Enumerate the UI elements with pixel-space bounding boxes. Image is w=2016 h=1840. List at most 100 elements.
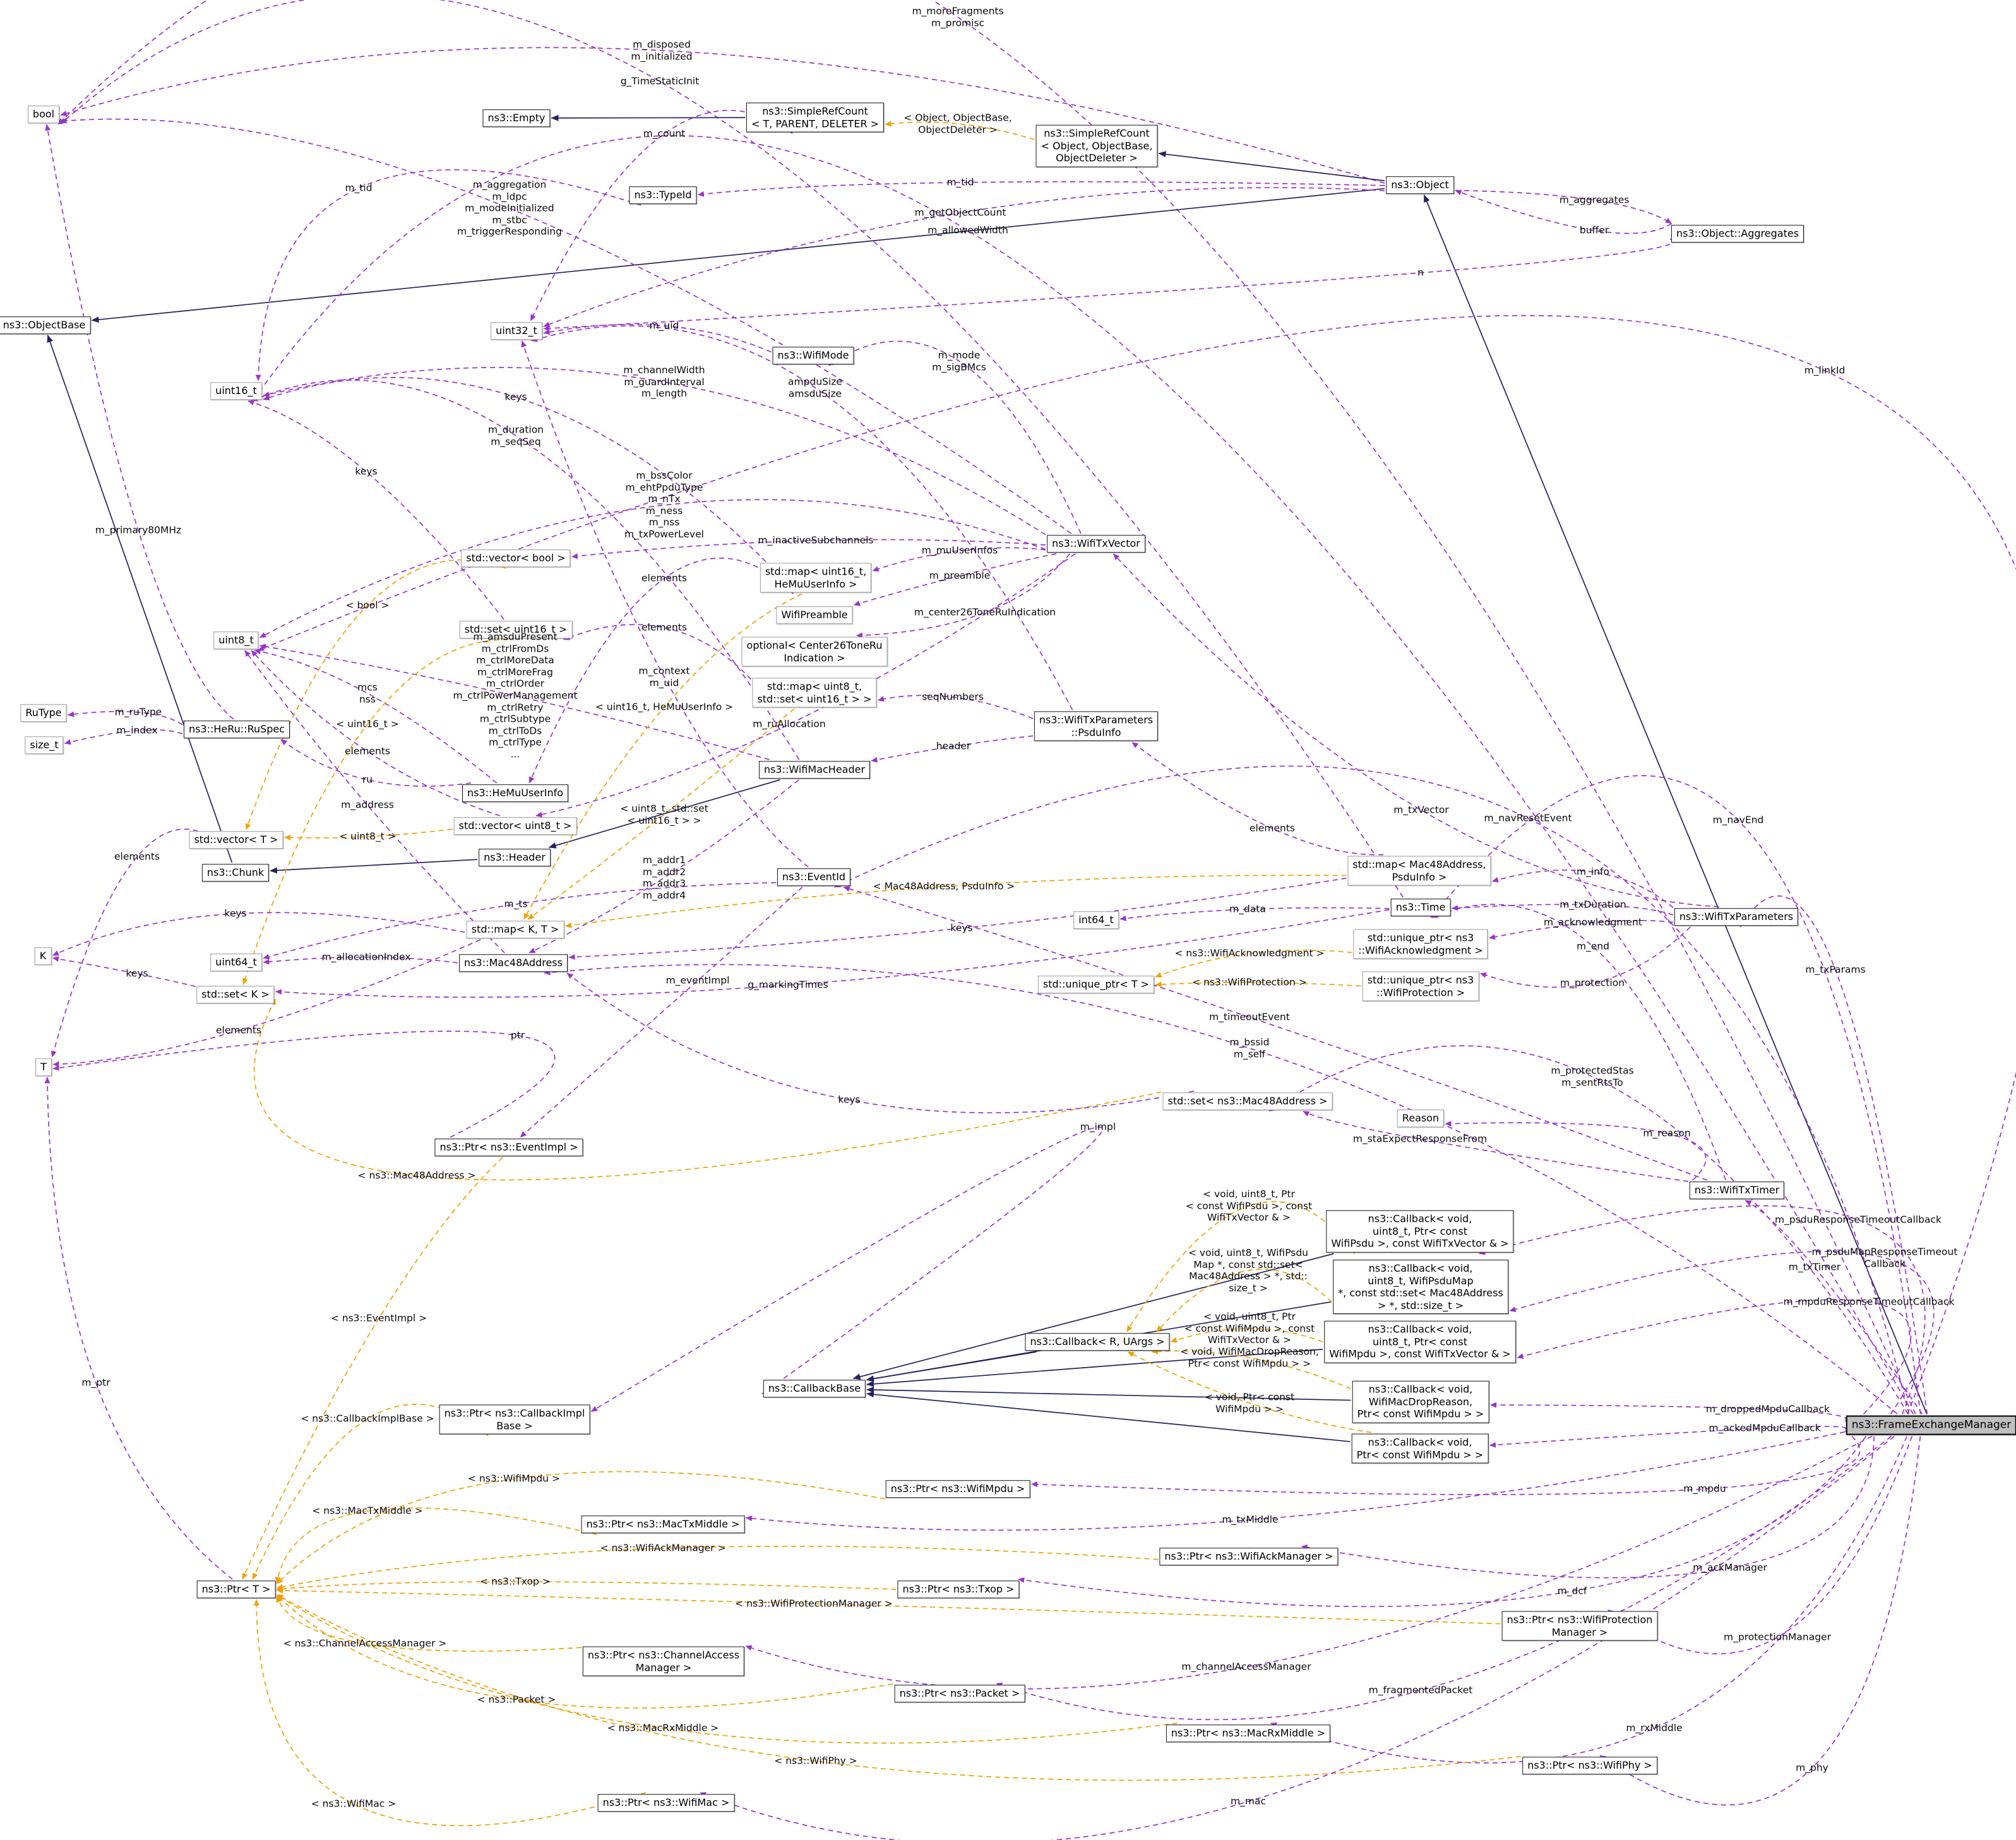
edge-macheader-mac48 [528, 779, 799, 953]
node-ptr_packet[interactable]: ns3::Ptr< ns3::Packet > [894, 1685, 1025, 1702]
node-cb2[interactable]: ns3::Callback< void, uint8_t, WifiPsduMa… [1333, 1259, 1508, 1315]
node-ptr_rxmid[interactable]: ns3::Ptr< ns3::MacRxMiddle > [1166, 1724, 1331, 1742]
node-aggregates[interactable]: ns3::Object::Aggregates [1671, 225, 1804, 242]
node-uint64[interactable]: uint64_t [210, 953, 262, 971]
node-ptr_mac[interactable]: ns3::Ptr< ns3::WifiMac > [597, 1794, 735, 1812]
node-src_obj[interactable]: ns3::SimpleRefCount < Object, ObjectBase… [1035, 124, 1158, 167]
node-ptr_txop[interactable]: ns3::Ptr< ns3::Txop > [897, 1580, 1020, 1598]
node-t[interactable]: T [35, 1058, 52, 1076]
node-map_u16_hemu[interactable]: std::map< uint16_t, HeMuUserInfo > [760, 563, 872, 593]
node-sizet[interactable]: size_t [25, 736, 64, 754]
node-map_mac_psdu[interactable]: std::map< Mac48Address, PsduInfo > [1347, 856, 1491, 886]
node-ruspec[interactable]: ns3::HeRu::RuSpec [183, 720, 290, 738]
node-set_mac[interactable]: std::set< ns3::Mac48Address > [1162, 1092, 1333, 1110]
node-fem[interactable]: ns3::FrameExchangeManager [1846, 1415, 2016, 1435]
node-cb3[interactable]: ns3::Callback< void, uint8_t, Ptr< const… [1324, 1320, 1516, 1363]
node-chunk[interactable]: ns3::Chunk [201, 864, 270, 881]
node-map_kt[interactable]: std::map< K, T > [466, 921, 564, 938]
node-wifipreamble[interactable]: WifiPreamble [776, 606, 853, 624]
node-map_u8_set[interactable]: std::map< uint8_t, std::set< uint16_t > … [752, 678, 877, 708]
edge-txtimer-set_mac [1303, 1111, 1689, 1182]
node-int64[interactable]: int64_t [1073, 911, 1119, 929]
edge-ptr_phy-ptr_t [277, 1594, 1522, 1781]
node-txparams[interactable]: ns3::WifiTxParameters [1674, 908, 1799, 926]
node-cb5[interactable]: ns3::Callback< void, Ptr< const WifiMpdu… [1351, 1433, 1489, 1464]
node-header[interactable]: ns3::Header [479, 849, 551, 866]
node-eventid[interactable]: ns3::EventId [777, 868, 851, 886]
edge-txparams-time [1452, 904, 1674, 916]
edge-map_u16_hemu-hemuinfo [528, 558, 794, 784]
node-mac48[interactable]: ns3::Mac48Address [459, 954, 568, 972]
edge-object-bool [60, 47, 1385, 184]
edge-cb1-cb_r [1126, 1201, 1356, 1332]
node-wifimode[interactable]: ns3::WifiMode [772, 347, 854, 364]
edge-time-int64 [1119, 907, 1390, 921]
node-set_u16[interactable]: std::set< uint16_t > [459, 621, 573, 638]
edge-map_u16_hemu-uint16 [263, 377, 766, 563]
node-opt_center26[interactable]: optional< Center26ToneRu Indication > [741, 636, 888, 667]
node-uptr_t[interactable]: std::unique_ptr< T > [1037, 976, 1155, 993]
edge-ruspec-sizet [64, 729, 183, 745]
node-time[interactable]: ns3::Time [1390, 899, 1451, 916]
edge-cb4-cb_r [1151, 1348, 1351, 1390]
edge-aggregates-uint32 [543, 238, 1674, 332]
node-ptr_phy[interactable]: ns3::Ptr< ns3::WifiPhy > [1522, 1757, 1657, 1774]
node-empty[interactable]: ns3::Empty [482, 109, 551, 127]
node-reason[interactable]: Reason [1397, 1109, 1445, 1127]
node-ptr_eventimpl[interactable]: ns3::Ptr< ns3::EventImpl > [434, 1138, 583, 1156]
node-k[interactable]: K [34, 947, 52, 965]
edge-txparams-map_mac_psdu [1492, 869, 1674, 909]
edge-eventid-uint64 [263, 882, 777, 960]
node-vec_bool[interactable]: std::vector< bool > [461, 549, 571, 567]
edge-src_t-empty [551, 114, 746, 121]
node-rutype[interactable]: RuType [20, 704, 67, 722]
edge-uptr_ack-uptr_t [1155, 949, 1352, 978]
node-object[interactable]: ns3::Object [1386, 176, 1454, 194]
edge-psduinfo-map_u8_set [878, 695, 1034, 719]
edge-ptr_rxmid-ptr_t [277, 1594, 1178, 1744]
node-typeid[interactable]: ns3::TypeId [629, 186, 697, 204]
edge-uptr_prot-uptr_t [1155, 981, 1361, 988]
node-uptr_prot[interactable]: std::unique_ptr< ns3 ::WifiProtection > [1362, 971, 1479, 1001]
node-uint16[interactable]: uint16_t [210, 382, 262, 400]
edge-eventid-uint32 [521, 340, 809, 868]
node-psduinfo[interactable]: ns3::WifiTxParameters ::PsduInfo [1034, 711, 1159, 741]
node-uint8[interactable]: uint8_t [213, 631, 259, 649]
node-set_k[interactable]: std::set< K > [196, 986, 275, 1003]
edge-map_mac_psdu-psduinfo [1131, 741, 1384, 856]
node-hemuinfo[interactable]: ns3::HeMuUserInfo [462, 784, 569, 802]
edge-fem-eventid [834, 765, 1910, 1414]
edge-object-typeid [698, 181, 1385, 197]
node-ptr_protmgr[interactable]: ns3::Ptr< ns3::WifiProtection Manager > [1501, 1611, 1658, 1641]
node-vec_t[interactable]: std::vector< T > [189, 831, 283, 849]
edge-fem-ptr_phy [1599, 1436, 1921, 1806]
node-vec_u8[interactable]: std::vector< uint8_t > [453, 817, 577, 835]
node-ptr_cam[interactable]: ns3::Ptr< ns3::ChannelAccess Manager > [582, 1646, 745, 1676]
node-ptr_ackmgr[interactable]: ns3::Ptr< ns3::WifiAckManager > [1159, 1548, 1339, 1565]
node-cbbase[interactable]: ns3::CallbackBase [763, 1380, 866, 1397]
node-ptr_mpdu[interactable]: ns3::Ptr< ns3::WifiMpdu > [885, 1480, 1030, 1498]
node-ptr_mactx[interactable]: ns3::Ptr< ns3::MacTxMiddle > [581, 1515, 745, 1533]
edge-ptr_mactx-ptr_t [275, 1507, 597, 1584]
node-ptr_cbimpl[interactable]: ns3::Ptr< ns3::CallbackImpl Base > [439, 1404, 590, 1435]
node-cb4[interactable]: ns3::Callback< void, WifiMacDropReason, … [1352, 1380, 1489, 1423]
edge-map_kt-k [52, 912, 465, 956]
edge-fem-cb5 [1489, 1426, 1847, 1448]
node-cb_r[interactable]: ns3::Callback< R, UArgs > [1025, 1333, 1170, 1351]
node-ptr_t[interactable]: ns3::Ptr< T > [196, 1580, 276, 1598]
node-txvector[interactable]: ns3::WifiTxVector [1047, 535, 1145, 553]
edge-fem-ptr_packet [996, 1435, 1892, 1721]
edge-txvector-opt_center26 [856, 553, 1070, 638]
edge-ruspec-rutype [68, 710, 183, 726]
node-txtimer[interactable]: ns3::WifiTxTimer [1689, 1181, 1785, 1199]
node-macheader[interactable]: ns3::WifiMacHeader [758, 761, 871, 779]
edge-txparams-txvector [1112, 553, 1719, 907]
node-cb1[interactable]: ns3::Callback< void, uint8_t, Ptr< const… [1326, 1210, 1514, 1253]
edge-wifimode-uint32 [543, 324, 772, 353]
node-objectbase[interactable]: ns3::ObjectBase [0, 316, 91, 334]
node-uptr_ack[interactable]: std::unique_ptr< ns3 ::WifiAcknowledgmen… [1353, 929, 1488, 959]
node-src_t[interactable]: ns3::SimpleRefCount < T, PARENT, DELETER… [746, 102, 885, 133]
node-bool[interactable]: bool [27, 105, 60, 123]
node-uint32[interactable]: uint32_t [491, 322, 542, 340]
